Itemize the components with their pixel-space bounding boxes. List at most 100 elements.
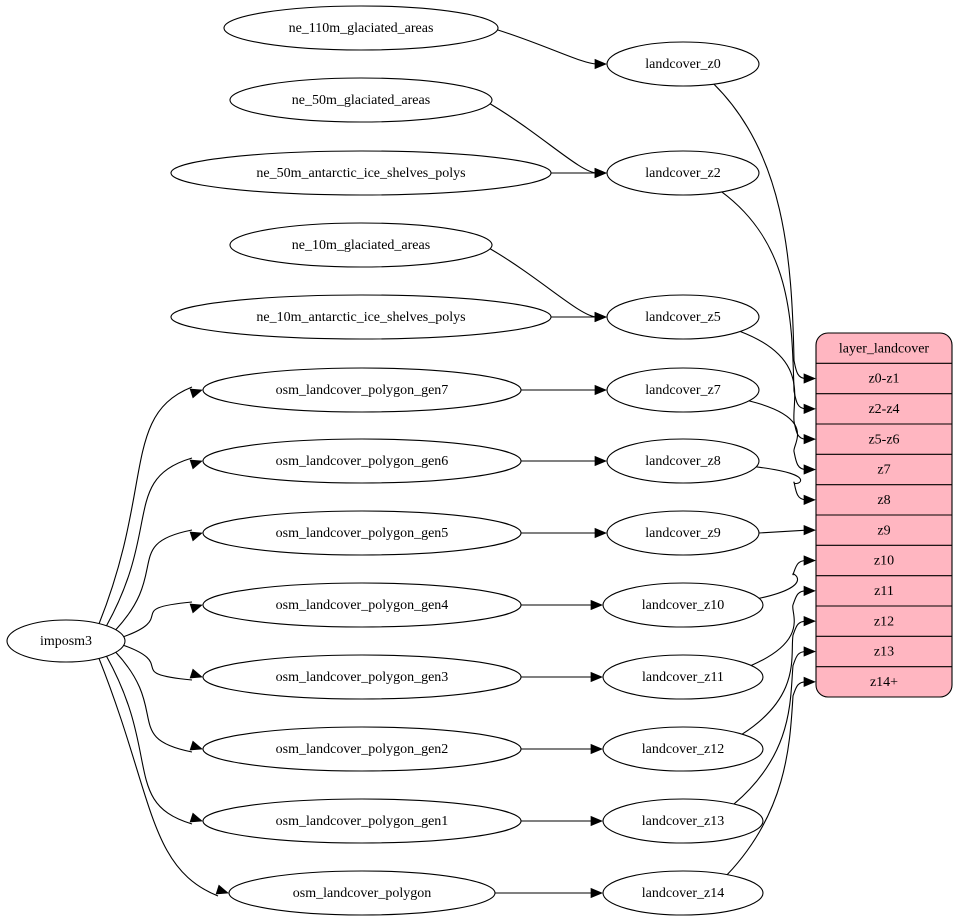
edge-imposm3-to-osm_landcover_polygon_gen1 xyxy=(106,656,193,825)
record-row-z2-z4[interactable]: z2-z4 xyxy=(868,402,899,417)
node-shape xyxy=(223,5,499,51)
arrow-head xyxy=(803,676,816,687)
node-label: ne_110m_glaciated_areas xyxy=(289,21,434,36)
node-ne_110m_glaciated_areas[interactable]: ne_110m_glaciated_areas xyxy=(223,5,499,51)
arrow-head xyxy=(590,743,603,755)
node-label: ne_10m_antarctic_ice_shelves_polys xyxy=(256,310,465,325)
record-row-z11[interactable]: z11 xyxy=(874,584,894,599)
node-osm_landcover_polygon_gen4[interactable]: osm_landcover_polygon_gen4 xyxy=(202,582,522,628)
node-shape xyxy=(202,438,522,484)
edge-landcover_z9-to-record-row-z9 xyxy=(758,529,807,534)
node-osm_landcover_polygon[interactable]: osm_landcover_polygon xyxy=(228,870,496,916)
node-shape xyxy=(606,294,760,340)
node-osm_landcover_polygon_gen1[interactable]: osm_landcover_polygon_gen1 xyxy=(202,798,522,844)
edge-landcover_z7-to-record-row-z7 xyxy=(748,400,807,471)
node-shape xyxy=(602,870,764,916)
record-row-z14+[interactable]: z14+ xyxy=(870,675,898,690)
node-shape xyxy=(606,150,760,196)
edge-landcover_z10-to-record-row-z10 xyxy=(759,559,807,599)
arrow-head xyxy=(803,464,816,475)
node-landcover_z5[interactable]: landcover_z5 xyxy=(606,294,760,340)
node-landcover_z7[interactable]: landcover_z7 xyxy=(606,367,760,413)
edge-landcover_z13-to-record-row-z13 xyxy=(733,650,807,805)
edge-imposm3-to-osm_landcover_polygon_gen4 xyxy=(123,601,193,638)
node-label: landcover_z7 xyxy=(645,383,720,398)
arrow-head xyxy=(803,646,816,657)
node-label: osm_landcover_polygon_gen1 xyxy=(276,814,449,829)
edges-layer xyxy=(98,29,816,899)
record-row-z12[interactable]: z12 xyxy=(874,614,894,629)
node-label: landcover_z10 xyxy=(642,598,724,613)
node-ne_50m_glaciated_areas[interactable]: ne_50m_glaciated_areas xyxy=(229,77,493,123)
node-label: ne_50m_antarctic_ice_shelves_polys xyxy=(256,166,465,181)
arrow-head xyxy=(594,455,607,467)
edge-landcover_z5-to-record-row-z5-z6 xyxy=(740,330,807,440)
node-shape xyxy=(202,510,522,556)
arrow-head xyxy=(803,616,816,627)
record-row-z9[interactable]: z9 xyxy=(877,523,890,538)
node-landcover_z0[interactable]: landcover_z0 xyxy=(606,41,760,87)
node-landcover_z10[interactable]: landcover_z10 xyxy=(602,582,764,628)
node-label: ne_10m_glaciated_areas xyxy=(292,238,430,253)
nodes-layer: ne_110m_glaciated_areas ne_50m_glaciated_… xyxy=(6,5,764,916)
record-row-z0-z1[interactable]: z0-z1 xyxy=(868,372,899,387)
node-ne_10m_glaciated_areas[interactable]: ne_10m_glaciated_areas xyxy=(229,222,493,268)
arrow-head xyxy=(189,812,203,823)
node-landcover_z12[interactable]: landcover_z12 xyxy=(602,726,764,772)
node-landcover_z13[interactable]: landcover_z13 xyxy=(602,798,764,844)
record-row-z10[interactable]: z10 xyxy=(874,554,894,569)
node-shape xyxy=(228,870,496,916)
arrow-head xyxy=(590,887,603,899)
record-node-layer: layer_landcoverz0-z1z2-z4z5-z6z7z8z9z10z… xyxy=(815,332,953,698)
edge-ne_110m_glaciated_areas-to-landcover_z0 xyxy=(497,29,598,65)
node-label: landcover_z12 xyxy=(642,742,724,757)
edge-imposm3-to-osm_landcover_polygon xyxy=(98,658,219,897)
node-label: landcover_z8 xyxy=(645,454,720,469)
node-osm_landcover_polygon_gen5[interactable]: osm_landcover_polygon_gen5 xyxy=(202,510,522,556)
arrow-head xyxy=(215,884,229,895)
node-shape xyxy=(229,77,493,123)
node-label: landcover_z2 xyxy=(645,166,720,181)
node-landcover_z8[interactable]: landcover_z8 xyxy=(606,438,760,484)
node-landcover_z9[interactable]: landcover_z9 xyxy=(606,510,760,556)
node-osm_landcover_polygon_gen6[interactable]: osm_landcover_polygon_gen6 xyxy=(202,438,522,484)
node-shape xyxy=(202,582,522,628)
node-shape xyxy=(202,726,522,772)
node-label: osm_landcover_polygon_gen7 xyxy=(276,383,449,398)
record-row-z7[interactable]: z7 xyxy=(877,463,890,478)
node-ne_10m_antarctic_ice_shelves_polys[interactable]: ne_10m_antarctic_ice_shelves_polys xyxy=(170,294,552,340)
arrow-head xyxy=(803,403,816,414)
node-osm_landcover_polygon_gen7[interactable]: osm_landcover_polygon_gen7 xyxy=(202,367,522,413)
node-shape xyxy=(229,222,493,268)
arrow-head xyxy=(803,494,816,505)
node-shape xyxy=(170,294,552,340)
node-shape xyxy=(602,798,764,844)
node-landcover_z2[interactable]: landcover_z2 xyxy=(606,150,760,196)
edge-imposm3-to-osm_landcover_polygon_gen7 xyxy=(98,386,193,624)
edge-landcover_z2-to-record-row-z2-z4 xyxy=(721,191,807,410)
record-row-z13[interactable]: z13 xyxy=(874,645,894,660)
node-label: osm_landcover_polygon_gen4 xyxy=(276,598,449,613)
node-label: ne_50m_glaciated_areas xyxy=(292,93,430,108)
record-row-z5-z6[interactable]: z5-z6 xyxy=(868,432,899,447)
edge-landcover_z0-to-record-row-z0-z1 xyxy=(713,83,807,380)
arrow-head xyxy=(803,434,816,445)
node-landcover_z11[interactable]: landcover_z11 xyxy=(602,654,764,700)
node-ne_50m_antarctic_ice_shelves_polys[interactable]: ne_50m_antarctic_ice_shelves_polys xyxy=(170,150,552,196)
node-osm_landcover_polygon_gen3[interactable]: osm_landcover_polygon_gen3 xyxy=(202,654,522,700)
record-row-z8[interactable]: z8 xyxy=(877,493,890,508)
arrow-head xyxy=(594,167,607,179)
node-label: landcover_z14 xyxy=(642,886,724,901)
edge-ne_50m_glaciated_areas-to-landcover_z2 xyxy=(489,103,598,174)
node-label: osm_landcover_polygon_gen6 xyxy=(276,454,449,469)
arrow-head xyxy=(590,815,603,827)
record-node-layer-landcover[interactable]: layer_landcoverz0-z1z2-z4z5-z6z7z8z9z10z… xyxy=(815,332,953,698)
node-osm_landcover_polygon_gen2[interactable]: osm_landcover_polygon_gen2 xyxy=(202,726,522,772)
arrow-head xyxy=(594,384,607,396)
node-label: imposm3 xyxy=(40,634,92,649)
node-imposm3[interactable]: imposm3 xyxy=(6,619,126,663)
arrow-head xyxy=(590,599,603,611)
node-landcover_z14[interactable]: landcover_z14 xyxy=(602,870,764,916)
